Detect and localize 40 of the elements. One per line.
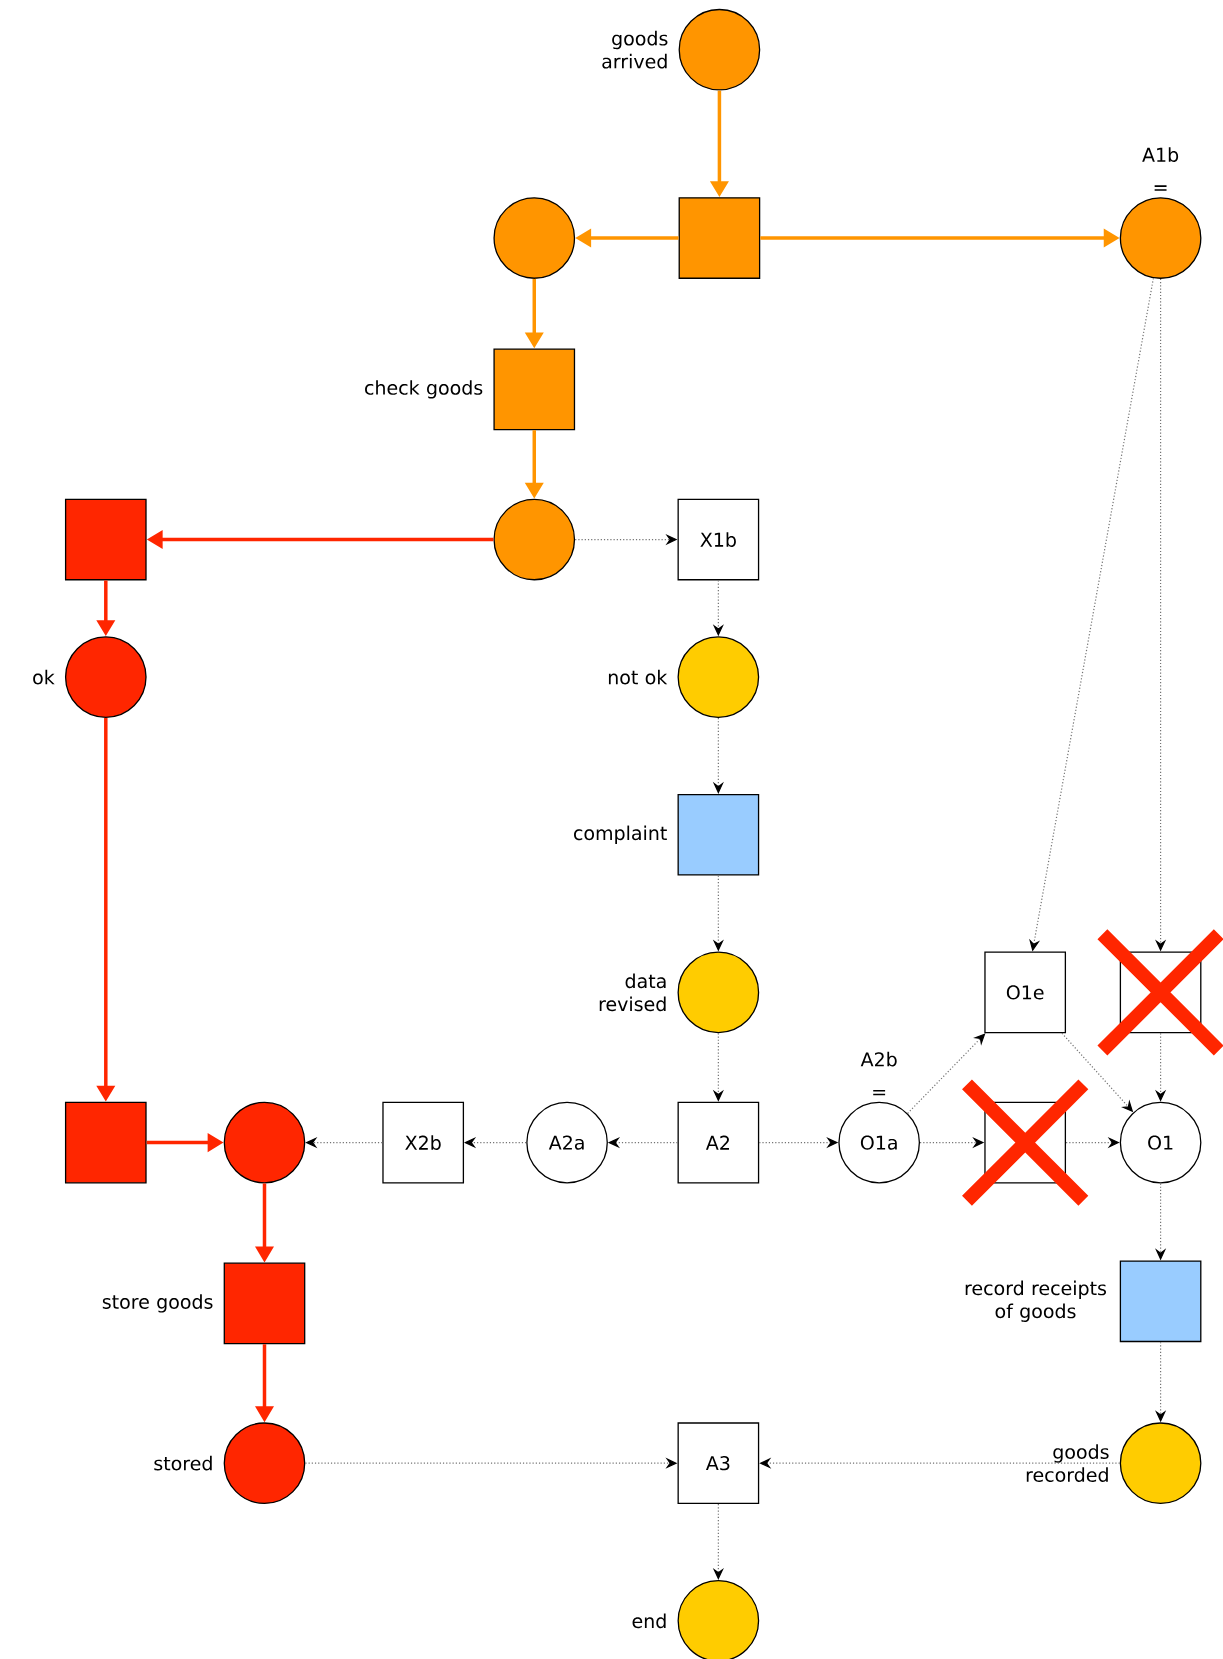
node-label: data revised [599, 973, 666, 1012]
transition-box: A3 [677, 1422, 760, 1505]
node-label: record receipts of goods [965, 1280, 1107, 1322]
transition-box [677, 793, 760, 876]
place-circle [1119, 197, 1202, 279]
place-circle [64, 636, 147, 718]
place-circle [677, 636, 760, 718]
place-circle [678, 8, 761, 91]
node-label: A2b [860, 1051, 897, 1067]
arrow [907, 1033, 986, 1114]
node-label: goods arrived [602, 30, 668, 69]
node-label: end [632, 1613, 666, 1629]
node-label: = [873, 1089, 886, 1096]
place-circle [223, 1422, 306, 1505]
node-label: goods recorded [1026, 1444, 1109, 1483]
transition-box [678, 197, 761, 279]
transition-box [1119, 1260, 1202, 1343]
node-label: ok [33, 669, 55, 685]
place-circle [493, 197, 576, 279]
place-circle [223, 1101, 306, 1184]
place-circle [677, 951, 760, 1034]
transition-box: O1e [984, 951, 1067, 1034]
transition-box [223, 1262, 306, 1345]
node-label: store goods [102, 1294, 213, 1313]
transition-box [64, 498, 147, 581]
transition-box: X1b [677, 498, 760, 581]
place-circle [677, 1579, 760, 1659]
transition-box: A2 [677, 1101, 760, 1184]
transition-box [493, 348, 576, 431]
node-label: = [1154, 185, 1167, 191]
transition-box: X2b [382, 1101, 465, 1184]
place-circle [1119, 1422, 1202, 1505]
place-circle [493, 498, 576, 581]
node-label: check goods [365, 380, 483, 399]
arrow [464, 1137, 527, 1149]
node-label: complaint [574, 825, 667, 844]
node-label: A1b [1142, 147, 1179, 162]
node-label: stored [154, 1455, 212, 1471]
transition-box [64, 1101, 147, 1184]
node-label: not ok [608, 669, 668, 685]
